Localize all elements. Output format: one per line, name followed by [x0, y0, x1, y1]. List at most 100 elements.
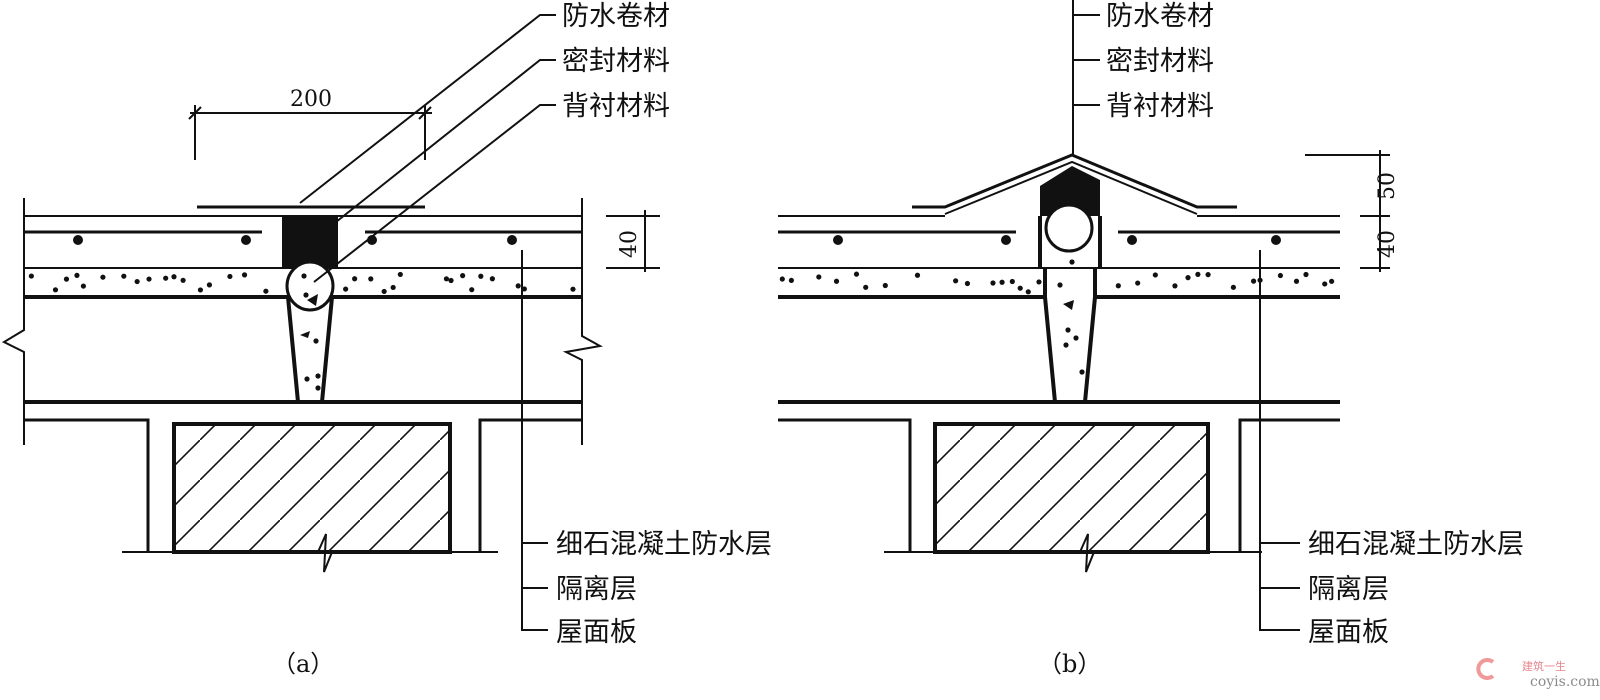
aggregate-dot: [515, 283, 521, 289]
aggregate-dot: [1025, 289, 1031, 295]
aggregate-dot: [1230, 284, 1236, 290]
aggregate-dot: [1152, 272, 1158, 278]
wall-hatched: [172, 422, 452, 554]
beam-right: [478, 418, 582, 552]
label-waterproof-membrane: 防水卷材: [1106, 1, 1214, 32]
aggregate-dot: [180, 277, 186, 283]
aggregate-dot: [990, 280, 996, 286]
label-backer-material: 背衬材料: [562, 91, 670, 122]
aggregate-dot: [779, 276, 785, 282]
joint-right-wall: [1083, 268, 1097, 403]
wall-hatched: [933, 422, 1210, 554]
leader-sealant: [335, 59, 556, 223]
aggregate-dot: [343, 286, 349, 292]
dimension-40: 40: [606, 210, 660, 272]
rebar-dots: [833, 235, 1281, 245]
label-sealant: 密封材料: [1106, 46, 1214, 77]
aggregate-dot: [1329, 278, 1335, 284]
label-roof-slab: 屋面板: [1308, 617, 1389, 648]
joint-right-wall: [320, 296, 334, 403]
dimension-label: 50: [1375, 172, 1400, 200]
aggregate-dot: [853, 271, 860, 277]
label-isolation-layer: 隔离层: [1308, 574, 1389, 605]
backer-rod: [1044, 203, 1094, 253]
aggregate-dot: [1172, 283, 1178, 289]
aggregate-dot: [227, 273, 233, 280]
aggregate-dot: [1115, 283, 1121, 289]
watermark-logo-icon: [1476, 658, 1495, 680]
joint-left-wall: [286, 296, 300, 403]
aggregate-dot: [448, 277, 454, 284]
aggregate-dot: [28, 273, 34, 279]
left-break-line: [1, 198, 25, 445]
aggregate-dot: [121, 273, 127, 279]
beam-left: [778, 418, 912, 552]
aggregate-dot: [1303, 271, 1309, 278]
aggregate-dot: [197, 287, 204, 293]
ground-line: [884, 533, 1262, 573]
aggregate-dot: [134, 278, 140, 285]
aggregate-dot: [74, 272, 80, 278]
aggregate-dot: [397, 271, 403, 278]
aggregate-dot: [443, 276, 450, 282]
aggregate-dot: [816, 274, 822, 280]
sealant-block: [1040, 166, 1100, 216]
aggregate-dot: [171, 274, 177, 280]
aggregate-dot: [953, 278, 959, 284]
label-fine-concrete-layer: 细石混凝土防水层: [556, 529, 772, 560]
joint-left-wall: [1043, 268, 1057, 403]
aggregate-dot: [80, 283, 87, 289]
aggregate-dot: [863, 284, 869, 290]
aggregate-dot: [521, 286, 527, 292]
beam-left: [24, 418, 150, 552]
aggregate-dot: [1205, 272, 1211, 278]
aggregate-marks: [1063, 300, 1074, 310]
caption-a: （a）: [272, 650, 334, 678]
aggregate-dot: [206, 282, 213, 288]
label-waterproof-membrane: 防水卷材: [562, 1, 670, 32]
raised-membrane-inner: [944, 160, 1198, 215]
aggregate-dot: [368, 276, 374, 282]
aggregate-dots: [779, 271, 1335, 295]
aggregate-dot: [999, 279, 1005, 285]
aggregate-dot: [381, 288, 387, 295]
aggregate-dot: [1009, 278, 1015, 285]
aggregate-dot: [1277, 272, 1284, 279]
aggregate-dot: [63, 276, 70, 282]
sealant-block: [282, 216, 338, 268]
aggregate-dot: [1185, 275, 1191, 281]
aggregate-dot: [163, 275, 169, 281]
dimension-200: 200: [188, 87, 432, 160]
leader-bottom: [1259, 250, 1300, 631]
aggregate-dot: [478, 273, 484, 279]
aggregate-dot: [882, 282, 888, 289]
aggregate-marks: [300, 294, 318, 338]
aggregate-dot: [100, 274, 106, 280]
dimension-50-40: 50 40: [1305, 150, 1400, 272]
watermark: 建筑一生 coyis.com: [1476, 658, 1600, 690]
aggregate-dot: [1195, 271, 1201, 277]
aggregate-dot: [469, 287, 475, 293]
aggregate-dot: [489, 276, 495, 282]
diagram-a: 200 40 防水卷材 密封材料 背衬材料 细石混凝土防水层 隔离层 屋面板 （…: [1, 1, 772, 678]
aggregate-dot: [241, 272, 248, 278]
aggregate-dot: [833, 278, 840, 284]
label-roof-slab: 屋面板: [556, 617, 637, 648]
ground-line: [122, 533, 498, 573]
label-backer-material: 背衬材料: [1106, 91, 1214, 122]
aggregate-dot: [1036, 279, 1042, 285]
right-break-line: [562, 198, 603, 445]
aggregate-dot: [1250, 278, 1257, 284]
label-fine-concrete-layer: 细石混凝土防水层: [1308, 529, 1524, 560]
aggregate-dot: [570, 286, 576, 292]
beam-right: [1238, 418, 1340, 552]
aggregate-dot: [146, 276, 152, 282]
aggregate-dot: [352, 276, 358, 282]
leader-membrane: [299, 14, 556, 204]
aggregate-dot: [460, 273, 466, 279]
aggregate-dot: [1135, 280, 1141, 286]
watermark-brand: 建筑一生: [1522, 659, 1566, 673]
aggregate-dot: [788, 277, 794, 284]
leader-bottom: [521, 250, 548, 631]
